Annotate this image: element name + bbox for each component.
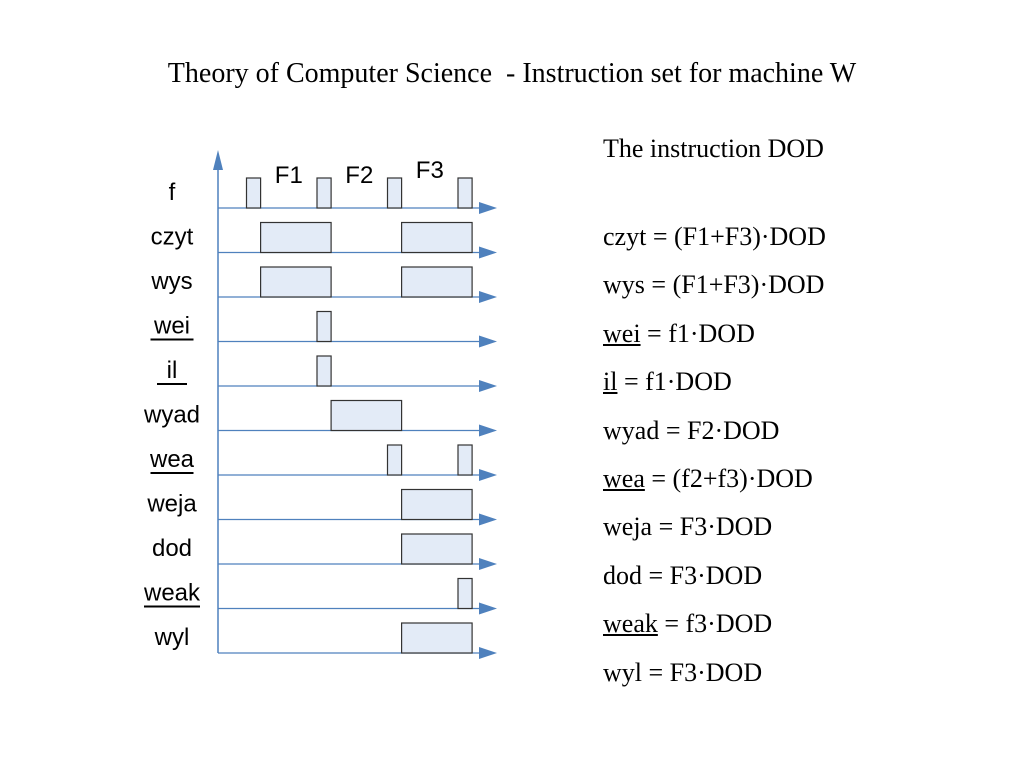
signal-arrow-icon <box>479 513 497 526</box>
formula-signal-name: czyt <box>603 222 647 251</box>
formula-heading: The instruction DOD <box>603 134 824 163</box>
signal-arrow-icon <box>479 380 497 392</box>
formula-expression: = f3·DOD <box>657 609 773 639</box>
signal-label-wea: wea <box>149 446 195 473</box>
formula-expression: = (f2+f3)·DOD <box>644 463 813 493</box>
pulse-wea <box>457 444 473 476</box>
formula-wei: wei = f1·DOD <box>603 317 826 365</box>
signal-arrow-icon <box>479 202 497 214</box>
pulse-wei <box>316 310 332 343</box>
signal-label-weak: weak <box>143 580 201 607</box>
pulse-czyt <box>260 221 332 254</box>
formula-signal-name: weak <box>603 609 658 639</box>
phase-label-f3: F3 <box>416 157 444 184</box>
signal-arrow-icon <box>479 602 497 615</box>
formula-signal-name: wys <box>603 270 645 300</box>
pulse-weak <box>457 577 473 610</box>
signal-arrow-icon <box>479 335 497 348</box>
formula-wyad: wyad = F2·DOD <box>603 414 826 462</box>
signal-arrow-icon <box>479 647 497 659</box>
pulse-f <box>386 177 403 209</box>
pulse-wyad <box>330 399 403 432</box>
signal-arrow-icon <box>479 469 497 481</box>
formula-il: il = f1·DOD <box>603 365 826 413</box>
signal-arrow-icon <box>479 246 497 259</box>
formula-signal-name: wyad <box>603 415 660 445</box>
signal-arrow-icon <box>479 558 497 570</box>
formula-weja: weja = F3·DOD <box>603 510 826 558</box>
formula-signal-name: wei <box>603 318 641 348</box>
signal-label-f: f <box>169 179 176 206</box>
signal-label-wys: wys <box>150 268 192 295</box>
formula-signal-name: dod <box>603 560 642 590</box>
formula-expression: = (F1+F3)·DOD <box>644 270 825 300</box>
formula-weak: weak = f3·DOD <box>603 607 826 655</box>
timing-diagram: F1 F2 F3 f czyt wys wei il wyad wea weja dod weak wyl <box>143 150 497 659</box>
signal-label-wei: wei <box>153 313 190 340</box>
pulse-czyt <box>401 221 473 254</box>
pulse-f <box>245 177 262 209</box>
signal-label-weja: weja <box>146 491 197 518</box>
phase-label-f1: F1 <box>275 162 303 189</box>
pulse-wyl <box>401 622 473 654</box>
formula-expression: = F2·DOD <box>659 415 780 445</box>
formula-signal-name: il <box>603 367 618 397</box>
signal-arrow-icon <box>479 291 497 303</box>
signal-label-il: il <box>167 357 178 384</box>
pulse-il <box>316 355 332 387</box>
pulse-f <box>457 177 473 209</box>
formula-expression: = f1·DOD <box>617 367 732 397</box>
formula-expression: = F3·DOD <box>642 657 763 687</box>
formula-wyl: wyl = F3·DOD <box>603 656 826 704</box>
formula-signal-name: wyl <box>603 657 642 687</box>
signal-label-wyad: wyad <box>143 402 200 429</box>
pulse-dod <box>401 533 473 565</box>
formula-dod: dod = F3·DOD <box>603 559 826 607</box>
formula-expression: = F3·DOD <box>652 512 773 542</box>
formula-expression: = F3·DOD <box>642 560 763 590</box>
formula-czyt: czyt = (F1+F3)·DOD <box>603 220 826 268</box>
slide-title: Theory of Computer Science - Instruction… <box>167 58 857 89</box>
formula-expression: = (F1+F3)·DOD <box>646 222 826 251</box>
axis-arrow-up-icon <box>213 150 223 170</box>
signal-label-czyt: czyt <box>151 224 194 251</box>
signal-arrow-icon <box>479 424 497 437</box>
pulse-weja <box>401 488 473 521</box>
formula-signal-name: weja <box>603 512 653 542</box>
pulse-wea <box>386 444 403 476</box>
pulse-wys <box>401 266 473 298</box>
phase-label-f2: F2 <box>345 162 373 189</box>
formula-wys: wys = (F1+F3)·DOD <box>603 268 826 316</box>
signal-label-dod: dod <box>152 535 192 562</box>
pulse-f <box>316 177 332 209</box>
formula-signal-name: wea <box>603 463 645 493</box>
formula-expression: = f1·DOD <box>640 318 755 348</box>
formula-wea: wea = (f2+f3)·DOD <box>603 462 826 510</box>
signal-label-wyl: wyl <box>154 624 190 651</box>
pulse-wys <box>260 266 332 298</box>
